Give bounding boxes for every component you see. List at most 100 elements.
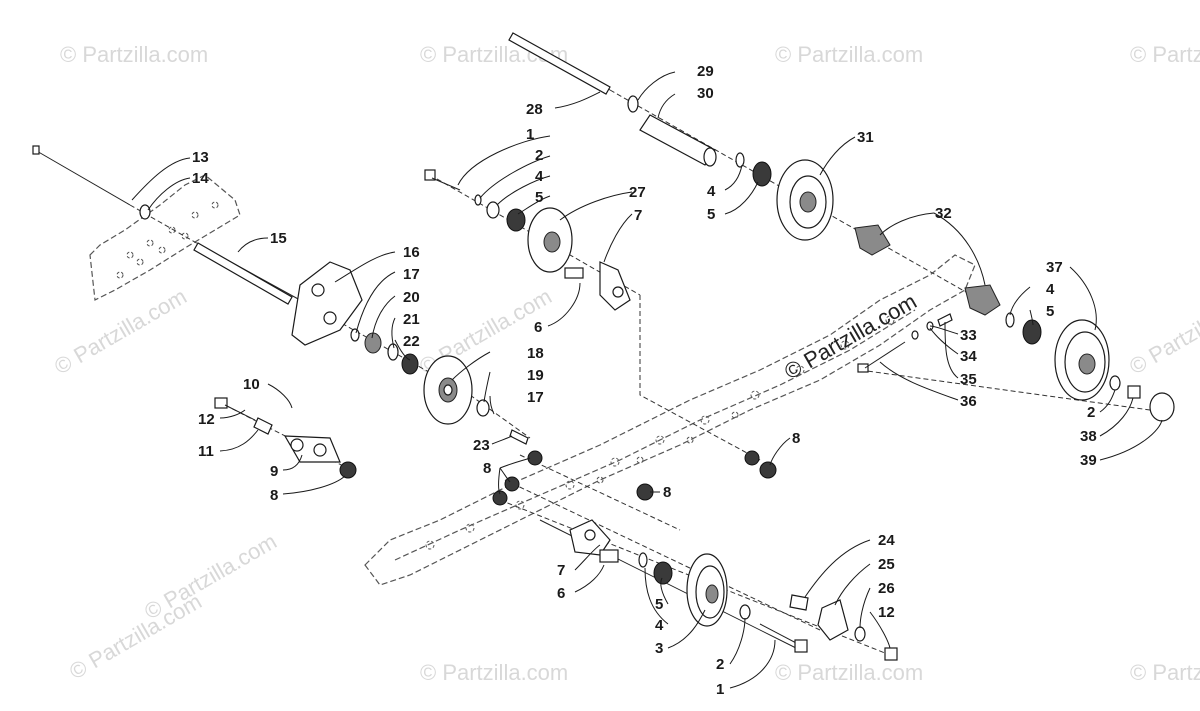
callout-7: 7 [634,207,642,224]
watermark: © Partzilla.com [775,42,923,67]
callout-9: 9 [270,463,278,480]
callout-32: 32 [935,205,952,222]
part-link-9 [283,435,341,463]
part-washers-2-4-5-top [474,194,526,232]
part-bracket-25 [817,599,849,641]
assembly-axes [34,34,1151,656]
callout-4: 4 [1046,281,1055,298]
part-clip-4-5-right [1005,312,1042,345]
part-wheel-18 [423,355,473,425]
callout-36: 36 [960,393,977,410]
callout-21: 21 [403,311,420,328]
part-bracket-7-lower [569,519,611,556]
callout-17: 17 [403,266,420,283]
callout-2: 2 [535,147,543,164]
callout-4: 4 [707,183,716,200]
callout-30: 30 [697,85,714,102]
callout-16: 16 [403,244,420,261]
callout-8: 8 [792,430,800,447]
callout-labels: 13 14 15 16 17 20 21 22 18 19 17 1 2 4 5… [192,63,1097,698]
callout-6: 6 [557,585,565,602]
part-sleeve-23 [509,429,529,445]
callout-37: 37 [1046,259,1063,276]
part-long-bolt-13 [32,145,40,155]
callout-17: 17 [527,389,544,406]
callout-22: 22 [403,333,420,350]
callout-24: 24 [878,532,895,549]
watermark: © Partzilla.com [140,529,281,625]
part-clip-4-5-upper [735,152,772,187]
main-slide-rail [364,254,976,586]
part-washer-26 [854,626,866,642]
part-bolt-1-top [424,169,461,191]
part-bolt-12-left [214,397,256,421]
part-nuts-8-mid [492,450,654,506]
callout-20: 20 [403,289,420,306]
callout-35: 35 [960,371,977,388]
part-spacer-30 [639,114,717,167]
callout-4: 4 [655,617,664,634]
watermark: © Partzilla.com [60,42,208,67]
callout-39: 39 [1080,452,1097,469]
callout-12: 12 [198,411,215,428]
part-spacer-24 [789,594,809,611]
part-hub-32 [854,224,1001,316]
callout-1: 1 [526,126,534,143]
callout-26: 26 [878,580,895,597]
callout-5: 5 [655,596,663,613]
part-spacer-11 [253,417,273,435]
callout-13: 13 [192,149,209,166]
callout-18: 18 [527,345,544,362]
callout-15: 15 [270,230,287,247]
part-wheel-27 [527,207,573,273]
callout-14: 14 [192,170,209,187]
part-bolt-12-lower [884,647,898,661]
callout-5: 5 [707,206,715,223]
part-shaft-15 [193,242,293,305]
part-bolt-36 [857,341,906,373]
callout-33: 33 [960,327,977,344]
watermark-group: © Partzilla.com © Partzilla.com © Partzi… [50,42,1200,685]
callout-11: 11 [198,443,214,460]
part-washer-19 [476,399,490,417]
callout-25: 25 [878,556,895,573]
callout-1: 1 [716,681,724,698]
part-washer-2-right [1109,375,1121,391]
callout-10: 10 [243,376,260,393]
part-washer-2-lower [739,604,751,620]
part-spacers-17-22 [350,328,419,375]
callout-3: 3 [655,640,663,657]
callout-27: 27 [629,184,646,201]
watermark: © Partzilla.com [1130,42,1200,67]
part-wheel-3 [686,553,728,627]
callout-2: 2 [1087,404,1095,421]
leader-lines [131,71,1163,689]
callout-8: 8 [663,484,671,501]
part-bolt-1-lower [759,623,808,653]
part-cap-39 [1149,392,1175,422]
watermark: © Partzilla.com [50,284,191,380]
callout-8: 8 [483,460,491,477]
part-clip-4-5-lower [638,552,673,585]
callout-38: 38 [1080,428,1097,445]
callout-28: 28 [526,101,543,118]
callout-34: 34 [960,348,977,365]
part-wheel-37 [1054,319,1110,401]
callout-12: 12 [878,604,895,621]
watermark: © Partzilla.com [1130,660,1200,685]
callout-31: 31 [857,129,874,146]
part-shaft-28 [508,32,611,95]
watermark: © Partzilla.com [1125,284,1200,380]
part-bolt-6-lower [599,549,619,563]
part-nut-8-left [339,461,357,479]
watermark: © Partzilla.com [775,660,923,685]
callout-6: 6 [534,319,542,336]
part-bolt-38 [1127,385,1141,399]
callout-19: 19 [527,367,544,384]
part-bracket-16 [291,261,363,346]
callout-29: 29 [697,63,714,80]
part-bracket-7-top [599,261,631,311]
callout-8: 8 [270,487,278,504]
part-bolt-6-top [564,267,584,279]
